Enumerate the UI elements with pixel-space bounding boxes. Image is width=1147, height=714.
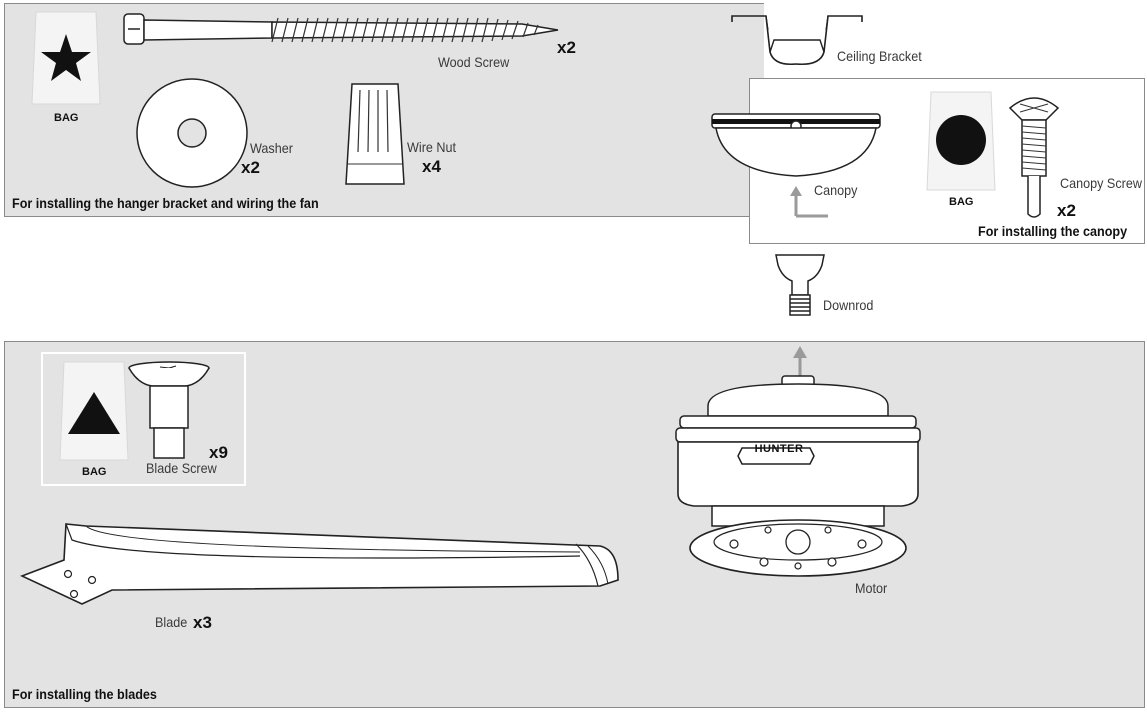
blade-label: Blade xyxy=(155,614,188,630)
wire-nut-label: Wire Nut xyxy=(407,139,457,155)
wood-screw-label: Wood Screw xyxy=(438,54,510,70)
motor-arrow-icon xyxy=(793,346,807,378)
downrod-icon xyxy=(775,254,825,316)
wood-screw-qty: x2 xyxy=(557,38,576,57)
canopy-icon xyxy=(711,113,881,177)
canopy-screw-qty: x2 xyxy=(1057,201,1076,220)
blades-panel-caption: For installing the blades xyxy=(12,686,157,702)
assembly-arrow-icon xyxy=(790,186,828,218)
ceiling-bracket-label: Ceiling Bracket xyxy=(837,48,922,64)
motor-brand-badge: HUNTER xyxy=(754,443,804,455)
washer-icon xyxy=(136,78,248,188)
triangle-bag-icon xyxy=(59,361,129,461)
motor-icon xyxy=(675,375,921,577)
hanger-panel-caption: For installing the hanger bracket and wi… xyxy=(12,195,319,211)
washer-label: Washer xyxy=(250,140,293,156)
star-bag-label: BAG xyxy=(54,112,79,124)
circle-bag-icon xyxy=(926,91,996,191)
wire-nut-qty: x4 xyxy=(422,157,441,176)
blade-qty: x3 xyxy=(193,613,212,632)
canopy-label: Canopy xyxy=(814,182,858,198)
canopy-screw-icon xyxy=(1008,97,1060,218)
star-bag-icon xyxy=(31,11,101,105)
washer-qty: x2 xyxy=(241,158,260,177)
blade-icon xyxy=(19,523,619,605)
canopy-panel-caption: For installing the canopy xyxy=(978,223,1128,239)
blade-screw-qty: x9 xyxy=(209,443,228,462)
circle-bag-label: BAG xyxy=(949,196,974,208)
canopy-screw-label: Canopy Screw xyxy=(1060,175,1142,191)
blade-screw-icon xyxy=(128,361,210,459)
motor-label: Motor xyxy=(855,580,888,596)
wood-screw-icon xyxy=(123,13,559,45)
ceiling-bracket-icon xyxy=(731,15,863,66)
downrod-label: Downrod xyxy=(823,297,874,313)
wire-nut-icon xyxy=(345,83,405,185)
triangle-bag-label: BAG xyxy=(82,466,107,478)
blade-screw-label: Blade Screw xyxy=(146,460,217,476)
